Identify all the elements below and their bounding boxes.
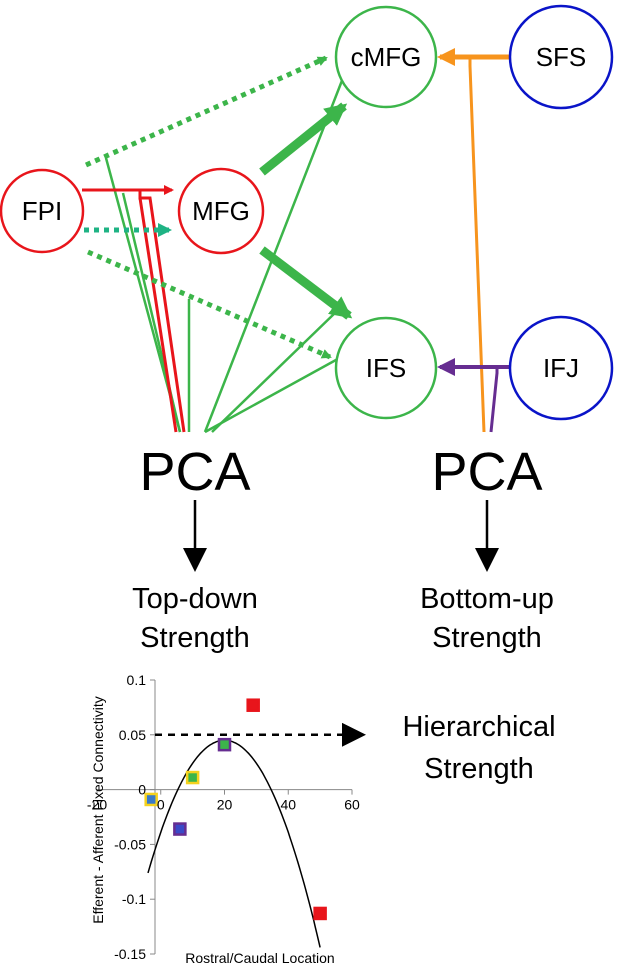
hierarchical-line2: Strength	[424, 753, 534, 785]
node-cmfg-label: cMFG	[351, 42, 422, 72]
node-mfg: MFG	[177, 167, 265, 255]
x-tick-label: 40	[280, 797, 296, 813]
mfg-to-ifs-arrow	[259, 246, 353, 320]
y-tick-label: -0.15	[114, 946, 146, 962]
node-ifj: IFJ	[508, 315, 614, 421]
scatter-chart: -20 0 20 40 60 0.1 0.05 0 -0.05 -0.1 -0.15 Efferen…	[87, 672, 366, 964]
x-axis-title: Rostral/Caudal Location	[185, 950, 334, 964]
top-down-line1: Top-down	[132, 583, 258, 615]
fpi-to-ifs-dotted-arrow	[87, 249, 332, 360]
node-cmfg: cMFG	[334, 5, 438, 109]
fpi-to-cmfg-dotted-arrow	[84, 55, 328, 168]
y-tick-label: 0.05	[119, 727, 146, 743]
node-sfs-label: SFS	[536, 42, 587, 72]
node-mfg-label: MFG	[192, 196, 250, 226]
chart-ticks: -20 0 20 40 60 0.1 0.05 0 -0.05 -0.1 -0.15	[87, 672, 360, 962]
chart-marks	[144, 698, 366, 948]
x-tick-label: 60	[344, 797, 360, 813]
node-fpi: FPI	[0, 168, 85, 254]
node-fpi-label: FPI	[22, 196, 62, 226]
y-axis-title: Efferent - Afferent Fixed Connectivity	[90, 696, 106, 924]
purple-pca-tap-line	[489, 367, 499, 433]
chart-axes	[96, 679, 353, 955]
bottom-up-line1: Bottom-up	[420, 583, 554, 615]
mfg-to-cmfg-arrow	[259, 102, 348, 176]
red-pca-tap-line	[138, 190, 186, 433]
x-tick-label: 0	[157, 797, 165, 813]
data-point-5	[313, 906, 327, 921]
node-ifs: IFS	[334, 316, 438, 420]
green-pca-to-ifs-line-2	[211, 311, 337, 433]
y-tick-label: -0.1	[122, 891, 146, 907]
x-tick-label: 20	[217, 797, 233, 813]
top-down-line2: Strength	[140, 622, 250, 654]
fit-curve	[147, 739, 321, 948]
red-pca-tap-line-2	[138, 197, 178, 433]
green-pca-to-ifs-line	[204, 353, 346, 434]
x-tick-label: -20	[87, 797, 107, 813]
data-point-1	[185, 770, 200, 785]
node-ifj-label: IFJ	[543, 353, 579, 383]
data-point-4	[246, 698, 260, 712]
bottom-up-line2: Strength	[432, 622, 542, 654]
y-tick-label: 0	[138, 782, 146, 798]
data-point-0	[144, 792, 158, 807]
data-point-2	[217, 737, 232, 752]
pca-left-label: PCA	[139, 442, 250, 502]
hierarchical-line1: Hierarchical	[402, 711, 555, 743]
node-sfs: SFS	[508, 4, 614, 110]
pca-right-label: PCA	[431, 442, 542, 502]
node-ifs-label: IFS	[366, 353, 406, 383]
data-point-3	[173, 822, 187, 836]
y-tick-label: -0.05	[114, 836, 146, 852]
orange-pca-tap-line	[468, 57, 486, 433]
y-tick-label: 0.1	[127, 672, 147, 688]
